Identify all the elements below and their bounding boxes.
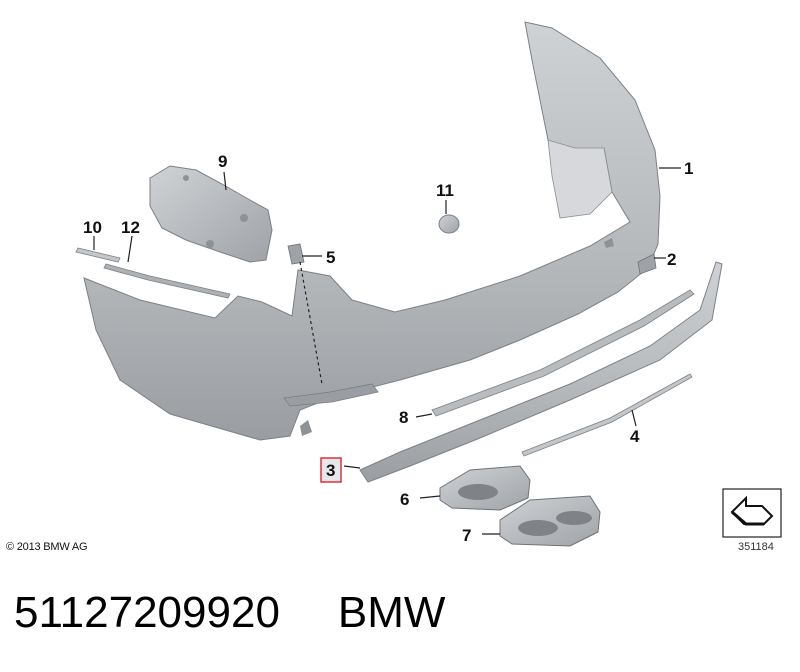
diagram-id: 351184 [738,541,774,553]
callout-11: 11 [436,181,454,200]
leader-lines [93,167,681,535]
callout-4: 4 [630,427,640,446]
callout-9: 9 [218,152,227,171]
rear-diffuser [359,261,723,483]
callouts: 1 2 3 4 5 6 7 8 9 10 11 12 [83,152,693,545]
orientation-arrow-icon [722,488,782,538]
callout-10: 10 [83,218,102,237]
part-4-strip [521,373,693,457]
part-9-bracket [149,165,273,263]
callout-2: 2 [667,250,676,269]
part-12-strip [103,263,231,299]
footer: 51127209920 BMW [14,588,445,638]
callout-1: 1 [684,159,693,178]
callout-3-highlight [320,457,342,483]
callout-3: 3 [326,461,335,480]
part-11-nut [438,214,460,234]
callout-8: 8 [399,408,408,427]
part-7-dual-tailpipe [499,495,601,547]
part-5-clip [287,243,305,265]
part-number: 51127209920 [14,588,280,637]
callout-12: 12 [121,218,140,237]
brand-name: BMW [337,588,446,637]
copyright-text: © 2013 BMW AG [6,541,88,553]
rear-bumper-panel [83,21,661,441]
callout-6: 6 [400,490,409,509]
part-10-strip [75,247,121,263]
part-6-tailpipe [439,465,531,511]
part-8-trim-strip [431,289,695,417]
callout-5: 5 [326,248,335,267]
callout-7: 7 [462,526,471,545]
part-2-bracket [637,253,657,275]
